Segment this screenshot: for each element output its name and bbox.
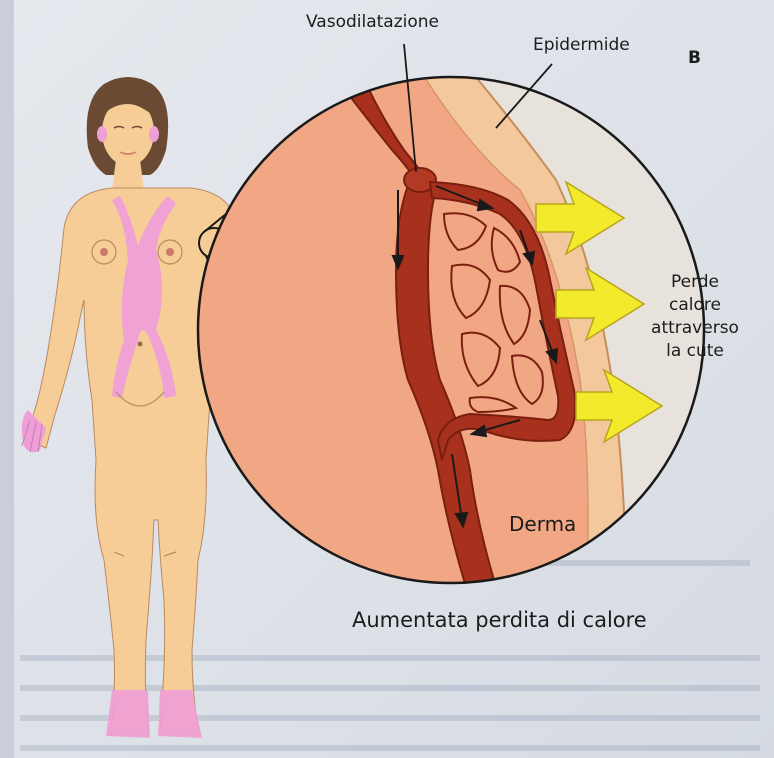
- heat-loss-line-4: la cute: [644, 340, 746, 363]
- figure-letter: B: [688, 48, 701, 68]
- caption: Aumentata perdita di calore: [352, 608, 647, 632]
- derma-label: Derma: [509, 512, 576, 536]
- heat-loss-line-2: calore: [644, 294, 746, 317]
- heat-loss-line-1: Perde: [644, 271, 746, 294]
- epidermide-label: Epidermide: [533, 35, 630, 55]
- vasodilatazione-label: Vasodilatazione: [306, 12, 439, 32]
- heat-loss-label: Perde calore attraverso la cute: [644, 271, 746, 363]
- page-edge: [0, 0, 14, 758]
- heat-loss-line-3: attraverso: [644, 317, 746, 340]
